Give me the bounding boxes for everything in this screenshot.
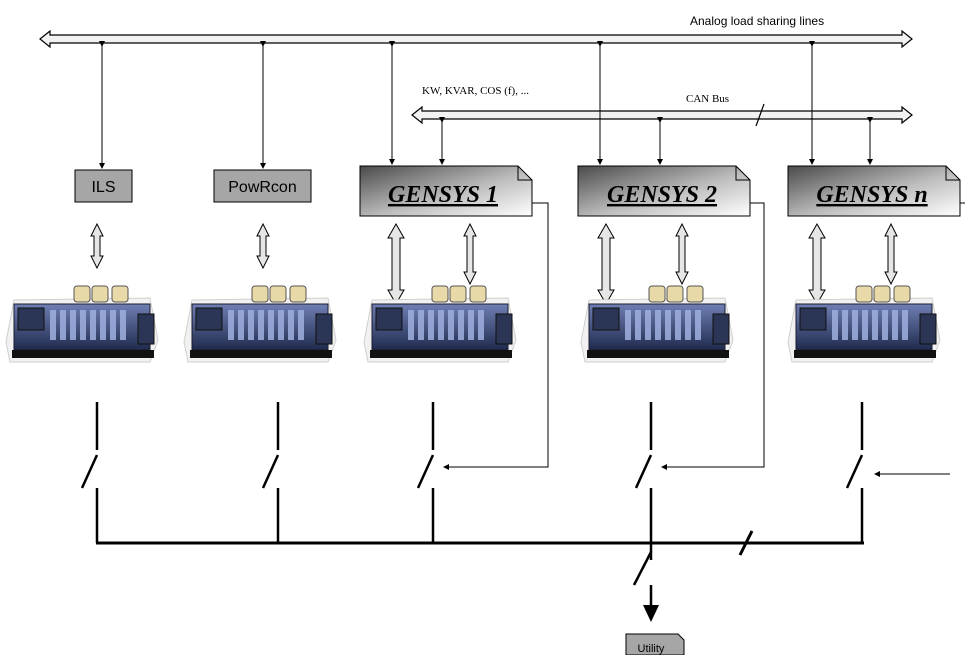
can-links [439,117,873,165]
can-bus-break-mark [755,103,765,127]
can-bus-label: CAN Bus [686,93,729,105]
utility-label: Utility [638,643,665,655]
gensys-1-label: GENSYS 1 [388,182,498,208]
powrcon-label: PowRcon [228,179,296,196]
gensys-n-box: GENSYS n [787,165,961,217]
breaker-3 [416,402,435,543]
utility-arrow-icon [643,605,659,622]
powrcon-box: PowRcon [213,169,312,203]
engine-1 [5,285,159,363]
engine-3 [363,285,517,363]
analog-links [99,41,815,169]
analog-load-sharing-bus [39,29,913,49]
breaker-control-lines [443,202,965,477]
breaker-2 [261,402,280,543]
analog-lines-label: Analog load sharing lines [690,14,824,28]
gensys-n-label: GENSYS n [816,182,927,208]
ils-label: ILS [91,179,115,196]
busbar-break-mark [738,530,754,556]
gensys-1-box: GENSYS 1 [359,165,533,217]
gensys-2-box: GENSYS 2 [577,165,751,217]
engine-5 [787,285,941,363]
gensys-2-label: GENSYS 2 [607,182,717,208]
engine-2 [183,285,337,363]
can-bus [411,103,913,127]
ils-box: ILS [74,169,133,203]
breaker-5 [845,402,864,543]
utility-box: Utility [625,633,685,655]
breakers [80,402,864,543]
utility-feed [632,543,653,605]
controller-engine-links [90,222,898,306]
breaker-1 [80,402,99,543]
can-parameters-label: KW, KVAR, COS (f), ... [422,85,529,97]
breaker-4 [634,402,653,543]
